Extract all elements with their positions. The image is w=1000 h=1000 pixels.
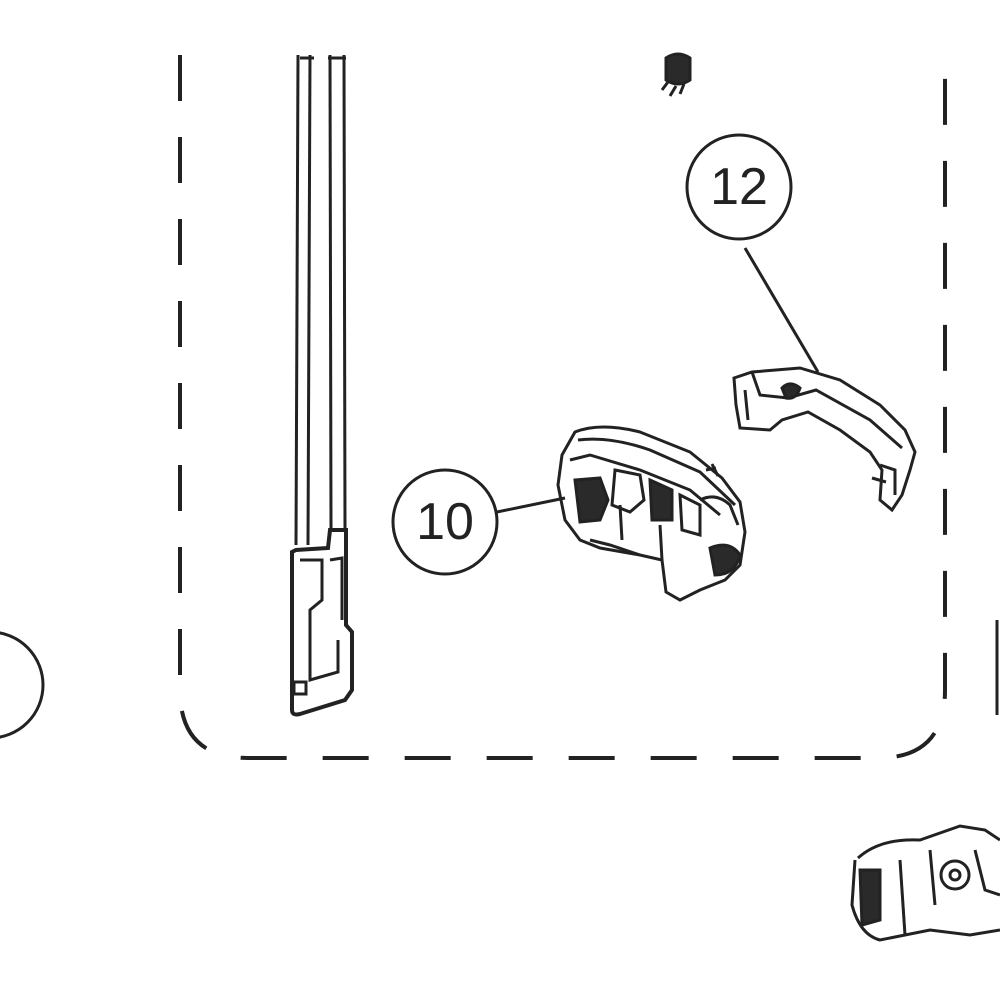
- rail-assembly: [290, 54, 354, 717]
- callout-10-label: 10: [416, 493, 474, 551]
- callout-circle-partial: [0, 631, 45, 739]
- callout-12-circle: [685, 133, 793, 241]
- callout-10-circle: [391, 468, 499, 576]
- adjacent-assembly-part: [850, 824, 1000, 942]
- group-boundary-dashed: [178, 55, 947, 760]
- callout-10: 10: [391, 468, 566, 576]
- handle-cover-part: [732, 366, 917, 513]
- screw-part: [660, 52, 692, 97]
- callout-10-leader: [496, 496, 566, 514]
- callout-12-label: 12: [710, 158, 768, 216]
- callout-12: 12: [685, 133, 820, 373]
- callout-12-leader: [743, 247, 820, 373]
- bracket-housing-part: [556, 425, 747, 602]
